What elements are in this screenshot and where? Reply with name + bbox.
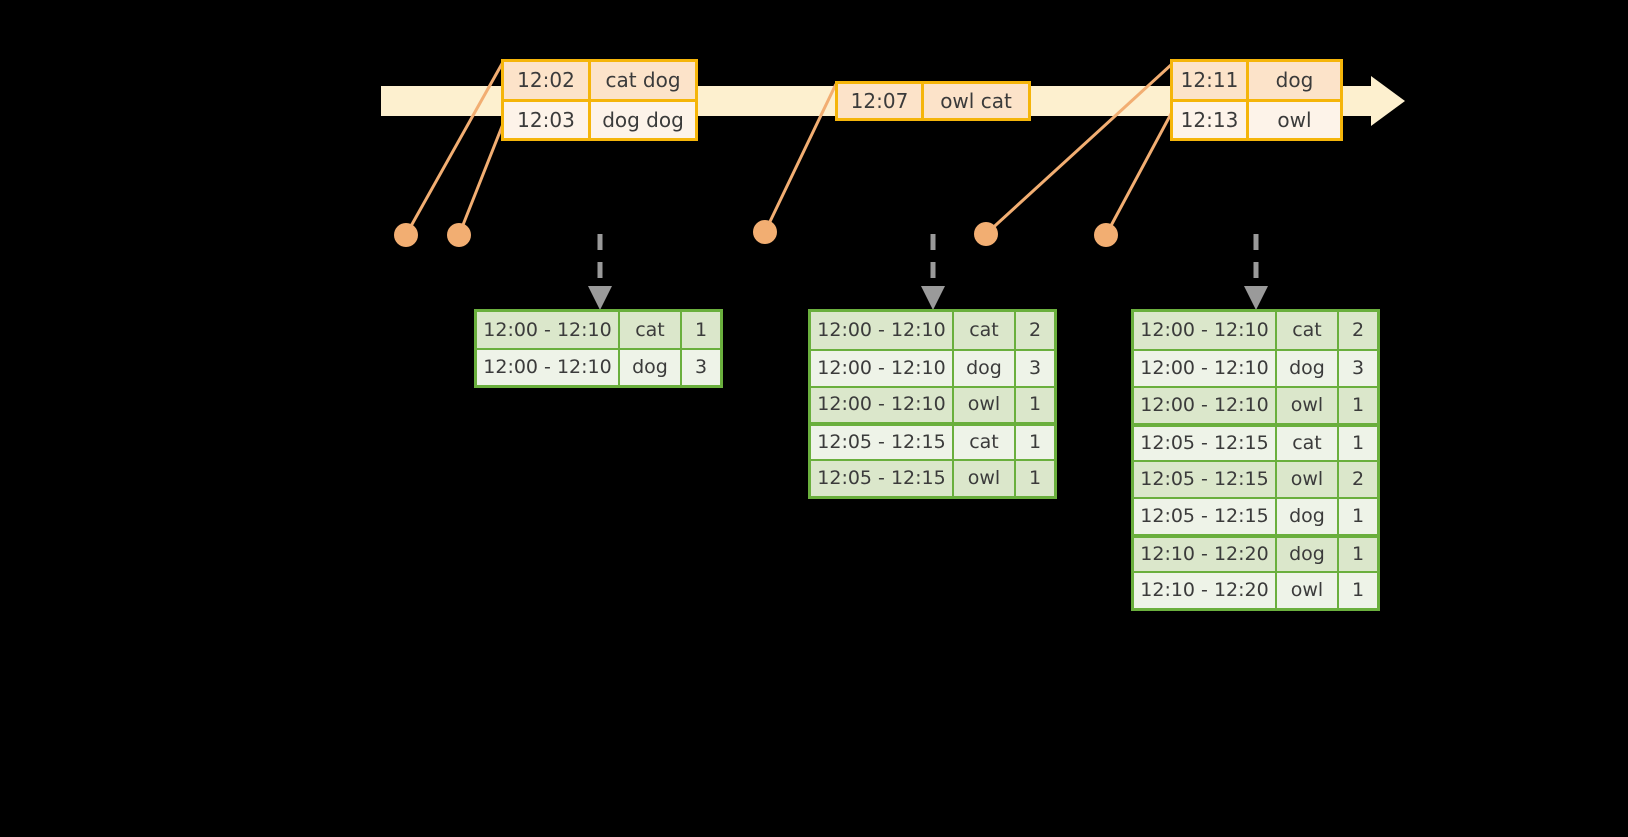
table-row: 12:05 - 12:15 owl 1 <box>811 459 1054 496</box>
cell-window: 12:00 - 12:10 <box>477 312 620 349</box>
cell-window: 12:00 - 12:10 <box>1134 387 1277 423</box>
cell-count: 2 <box>1016 312 1054 349</box>
event-words: cat dog <box>591 62 695 99</box>
connector-line-2 <box>457 123 505 236</box>
cell-window: 12:00 - 12:10 <box>811 350 954 386</box>
event-words: owl <box>1249 101 1340 138</box>
event-row: 12:02 cat dog <box>504 62 695 99</box>
cell-count: 1 <box>1339 538 1377 572</box>
cell-window: 12:10 - 12:20 <box>1134 573 1277 609</box>
cell-window: 12:05 - 12:15 <box>1134 462 1277 497</box>
event-time: 12:02 <box>504 62 591 99</box>
table-row: 12:00 - 12:10 owl 1 <box>811 385 1054 423</box>
table-row: 12:00 - 12:10 owl 1 <box>1134 385 1377 423</box>
cell-word: cat <box>1277 312 1339 349</box>
event-time: 12:11 <box>1173 62 1249 99</box>
event-time: 12:07 <box>838 84 924 118</box>
cell-window: 12:00 - 12:10 <box>1134 350 1277 386</box>
table-row: 12:00 - 12:10 cat 2 <box>811 312 1054 349</box>
event-box-3[interactable]: 12:11 dog 12:13 owl <box>1170 59 1343 141</box>
cell-count: 1 <box>682 312 720 349</box>
cell-window: 12:05 - 12:15 <box>1134 426 1277 460</box>
cell-word: cat <box>1277 426 1339 460</box>
table-row: 12:05 - 12:15 dog 1 <box>1134 497 1377 534</box>
table-row: 12:00 - 12:10 dog 3 <box>477 348 720 385</box>
cell-word: owl <box>1277 573 1339 609</box>
event-row: 12:11 dog <box>1173 62 1340 99</box>
connector-dot-1 <box>394 223 418 247</box>
table-row: 12:05 - 12:15 cat 1 <box>811 422 1054 460</box>
table-row: 12:10 - 12:20 owl 1 <box>1134 571 1377 609</box>
table-row: 12:00 - 12:10 dog 3 <box>1134 348 1377 386</box>
cell-window: 12:10 - 12:20 <box>1134 538 1277 572</box>
connector-dot-2 <box>447 223 471 247</box>
table-row: 12:10 - 12:20 dog 1 <box>1134 534 1377 572</box>
event-time: 12:03 <box>504 101 591 138</box>
cell-word: cat <box>954 312 1016 349</box>
result-table-3[interactable]: 12:00 - 12:10 cat 2 12:00 - 12:10 dog 3 … <box>1131 309 1380 611</box>
cell-word: dog <box>1277 350 1339 386</box>
cell-word: owl <box>1277 387 1339 423</box>
cell-word: owl <box>1277 462 1339 497</box>
emit-arrowheads <box>588 286 1268 310</box>
cell-window: 12:05 - 12:15 <box>811 426 954 460</box>
cell-window: 12:00 - 12:10 <box>1134 312 1277 349</box>
cell-count: 3 <box>682 350 720 385</box>
result-table-2[interactable]: 12:00 - 12:10 cat 2 12:00 - 12:10 dog 3 … <box>808 309 1057 499</box>
emit-arrowhead-icon-1 <box>588 286 612 310</box>
connector-dot-3 <box>753 220 777 244</box>
cell-count: 2 <box>1339 312 1377 349</box>
cell-count: 1 <box>1339 426 1377 460</box>
cell-count: 3 <box>1016 350 1054 386</box>
event-box-2[interactable]: 12:07 owl cat <box>835 81 1031 121</box>
connector-dot-5 <box>1094 223 1118 247</box>
cell-word: owl <box>954 461 1016 496</box>
cell-word: dog <box>1277 538 1339 572</box>
cell-count: 3 <box>1339 350 1377 386</box>
cell-word: cat <box>620 312 682 349</box>
event-words: dog dog <box>591 101 695 138</box>
event-box-1[interactable]: 12:02 cat dog 12:03 dog dog <box>501 59 698 141</box>
event-row: 12:13 owl <box>1173 98 1340 138</box>
cell-count: 1 <box>1016 426 1054 460</box>
table-row: 12:00 - 12:10 dog 3 <box>811 348 1054 386</box>
cell-count: 1 <box>1339 573 1377 609</box>
cell-window: 12:05 - 12:15 <box>1134 499 1277 534</box>
cell-word: owl <box>954 387 1016 423</box>
cell-window: 12:00 - 12:10 <box>811 387 954 423</box>
timeline-arrowhead-icon <box>1371 76 1405 126</box>
cell-count: 1 <box>1339 387 1377 423</box>
cell-count: 1 <box>1016 461 1054 496</box>
emit-arrowhead-icon-3 <box>1244 286 1268 310</box>
cell-word: dog <box>1277 499 1339 534</box>
table-row: 12:00 - 12:10 cat 1 <box>477 312 720 349</box>
connector-dot-4 <box>974 222 998 246</box>
event-time: 12:13 <box>1173 101 1249 138</box>
connector-line-5 <box>1104 111 1174 236</box>
event-words: dog <box>1249 62 1340 99</box>
table-row: 12:05 - 12:15 cat 1 <box>1134 422 1377 460</box>
cell-window: 12:00 - 12:10 <box>811 312 954 349</box>
cell-count: 1 <box>1016 387 1054 423</box>
event-row: 12:03 dog dog <box>504 98 695 138</box>
table-row: 12:00 - 12:10 cat 2 <box>1134 312 1377 349</box>
cell-window: 12:00 - 12:10 <box>477 350 620 385</box>
result-table-1[interactable]: 12:00 - 12:10 cat 1 12:00 - 12:10 dog 3 <box>474 309 723 388</box>
cell-word: dog <box>954 350 1016 386</box>
table-row: 12:05 - 12:15 owl 2 <box>1134 460 1377 497</box>
cell-word: dog <box>620 350 682 385</box>
event-words: owl cat <box>924 84 1028 118</box>
emit-arrowhead-icon-2 <box>921 286 945 310</box>
event-row: 12:07 owl cat <box>838 84 1028 118</box>
cell-window: 12:05 - 12:15 <box>811 461 954 496</box>
cell-count: 1 <box>1339 499 1377 534</box>
cell-count: 2 <box>1339 462 1377 497</box>
cell-word: cat <box>954 426 1016 460</box>
emit-arrows <box>597 234 1259 288</box>
